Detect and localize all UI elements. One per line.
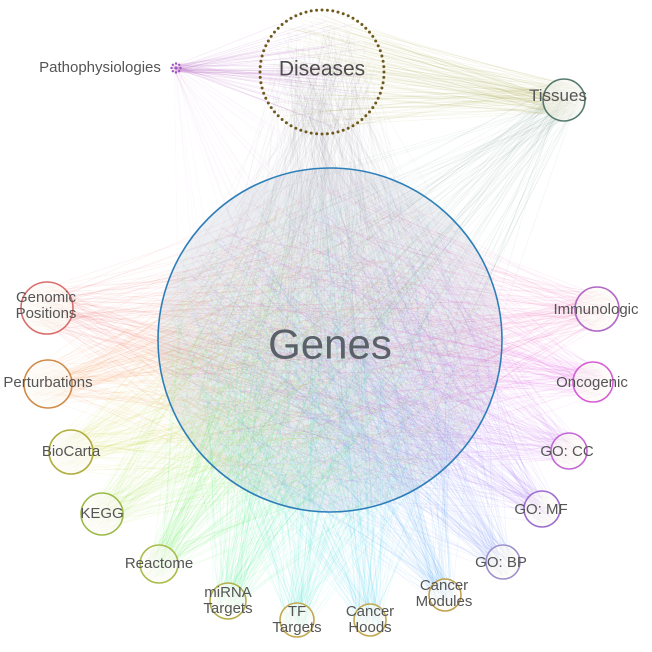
node-immunologic[interactable] (574, 286, 620, 332)
node-kegg[interactable] (80, 492, 124, 536)
edge-bundle-diseases-pathophysiologies (171, 15, 376, 130)
edge-bundle-genes-perturbations (28, 177, 481, 497)
edge-bundle-genes-kegg (85, 185, 468, 532)
node-pathophysiologies[interactable] (170, 62, 182, 74)
edge-bundle-genes-tissues (173, 82, 581, 483)
node-mirna-targets[interactable] (209, 582, 247, 620)
node-cancer-hoods[interactable] (353, 603, 387, 637)
node-perturbations[interactable] (23, 359, 73, 409)
edge-bundle-genes-mirna-targets (166, 179, 466, 616)
node-go-bp[interactable] (485, 544, 521, 580)
node-cancer-modules[interactable] (428, 578, 462, 612)
edge-bundle-genes-cancer-modules (176, 180, 486, 608)
edge-bundle-genes-biocarta (51, 184, 495, 506)
node-tissues[interactable] (542, 78, 586, 122)
edge-bundle-genes-tf-targets (176, 186, 489, 635)
edge-bundle-genes-genomic-positions (26, 178, 492, 496)
node-diseases[interactable] (258, 8, 386, 136)
edge-bundle-genes-diseases (168, 19, 498, 501)
node-genes[interactable] (157, 167, 503, 513)
edge-bundle-genes-go-bp (172, 175, 518, 577)
node-reactome[interactable] (139, 544, 179, 584)
node-oncogenic[interactable] (572, 361, 614, 403)
edge-bundle-genes-reactome (144, 174, 484, 579)
node-biocarta[interactable] (48, 429, 94, 475)
node-genomic-positions[interactable] (20, 281, 74, 335)
node-tf-targets[interactable] (279, 602, 315, 638)
edge-bundle-genes-pathophysiologies (171, 63, 487, 506)
node-go-cc[interactable] (550, 432, 588, 470)
edge-bundle-diseases-tissues (268, 14, 581, 131)
genes-area-fill (158, 168, 502, 512)
edge-bundle-genes-immunologic (168, 174, 615, 500)
edge-bundle-genes-oncogenic (166, 179, 611, 486)
edge-bundle-genes-go-cc (165, 186, 583, 507)
edge-bundle-genes-go-mf (169, 185, 557, 525)
edge-bundle-genes-cancer-hoods (168, 189, 473, 634)
node-go-mf[interactable] (523, 490, 561, 528)
